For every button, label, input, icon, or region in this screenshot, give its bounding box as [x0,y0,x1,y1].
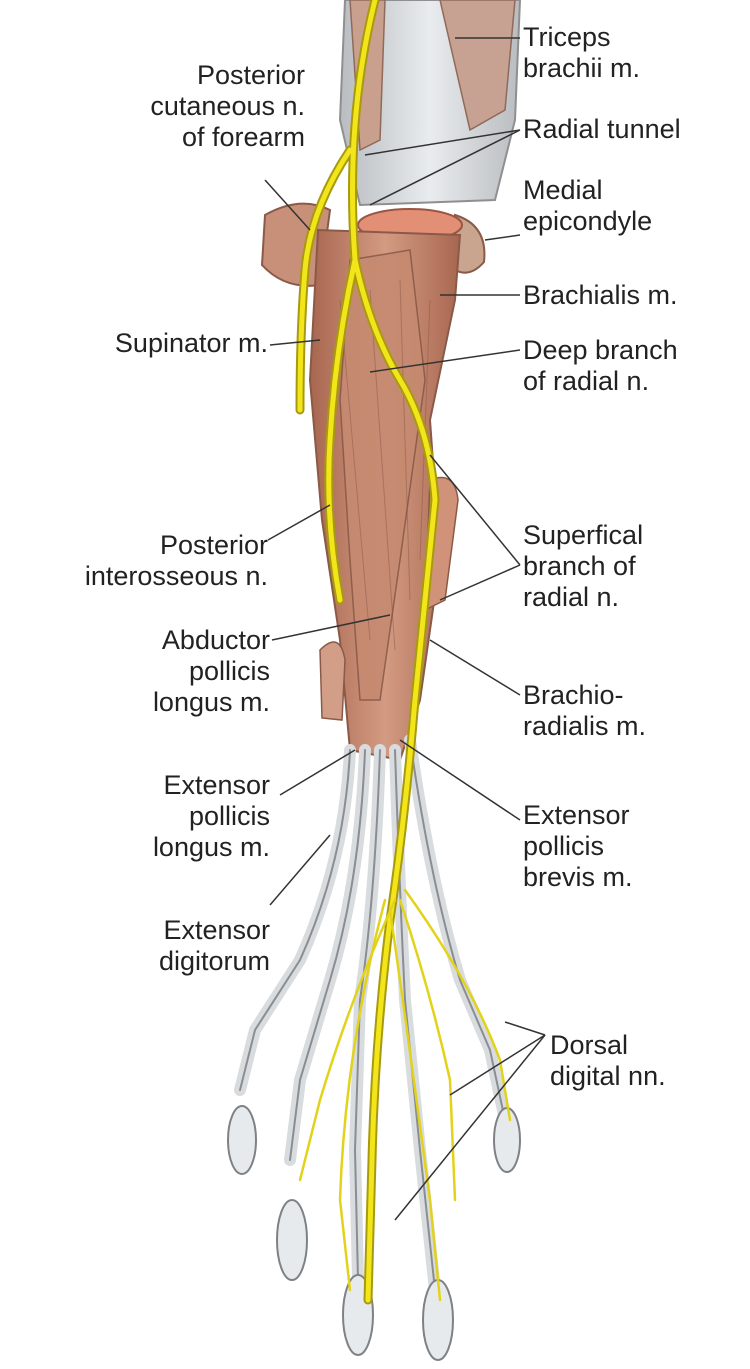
label-dorsal-digital-nerves: Dorsal digital nn. [550,1030,666,1092]
label-brachioradialis: Brachio- radialis m. [523,680,646,742]
label-extensor-digitorum: Extensor digitorum [60,915,270,977]
label-radial-tunnel: Radial tunnel [523,114,681,145]
label-triceps-brachii: Triceps brachii m. [523,22,640,84]
label-medial-epicondyle: Medial epicondyle [523,175,652,237]
label-superficial-branch-radial-nerve: Superfical branch of radial n. [523,520,643,613]
label-supinator: Supinator m. [20,328,268,359]
label-brachialis: Brachialis m. [523,280,678,311]
label-posterior-cutaneous-nerve: Posterior cutaneous n. of forearm [80,60,305,153]
label-posterior-interosseous-nerve: Posterior interosseous n. [10,530,268,592]
label-extensor-pollicis-brevis: Extensor pollicis brevis m. [523,800,633,893]
label-extensor-pollicis-longus: Extensor pollicis longus m. [60,770,270,863]
label-abductor-pollicis-longus: Abductor pollicis longus m. [60,625,270,718]
label-deep-branch-radial-nerve: Deep branch of radial n. [523,335,678,397]
